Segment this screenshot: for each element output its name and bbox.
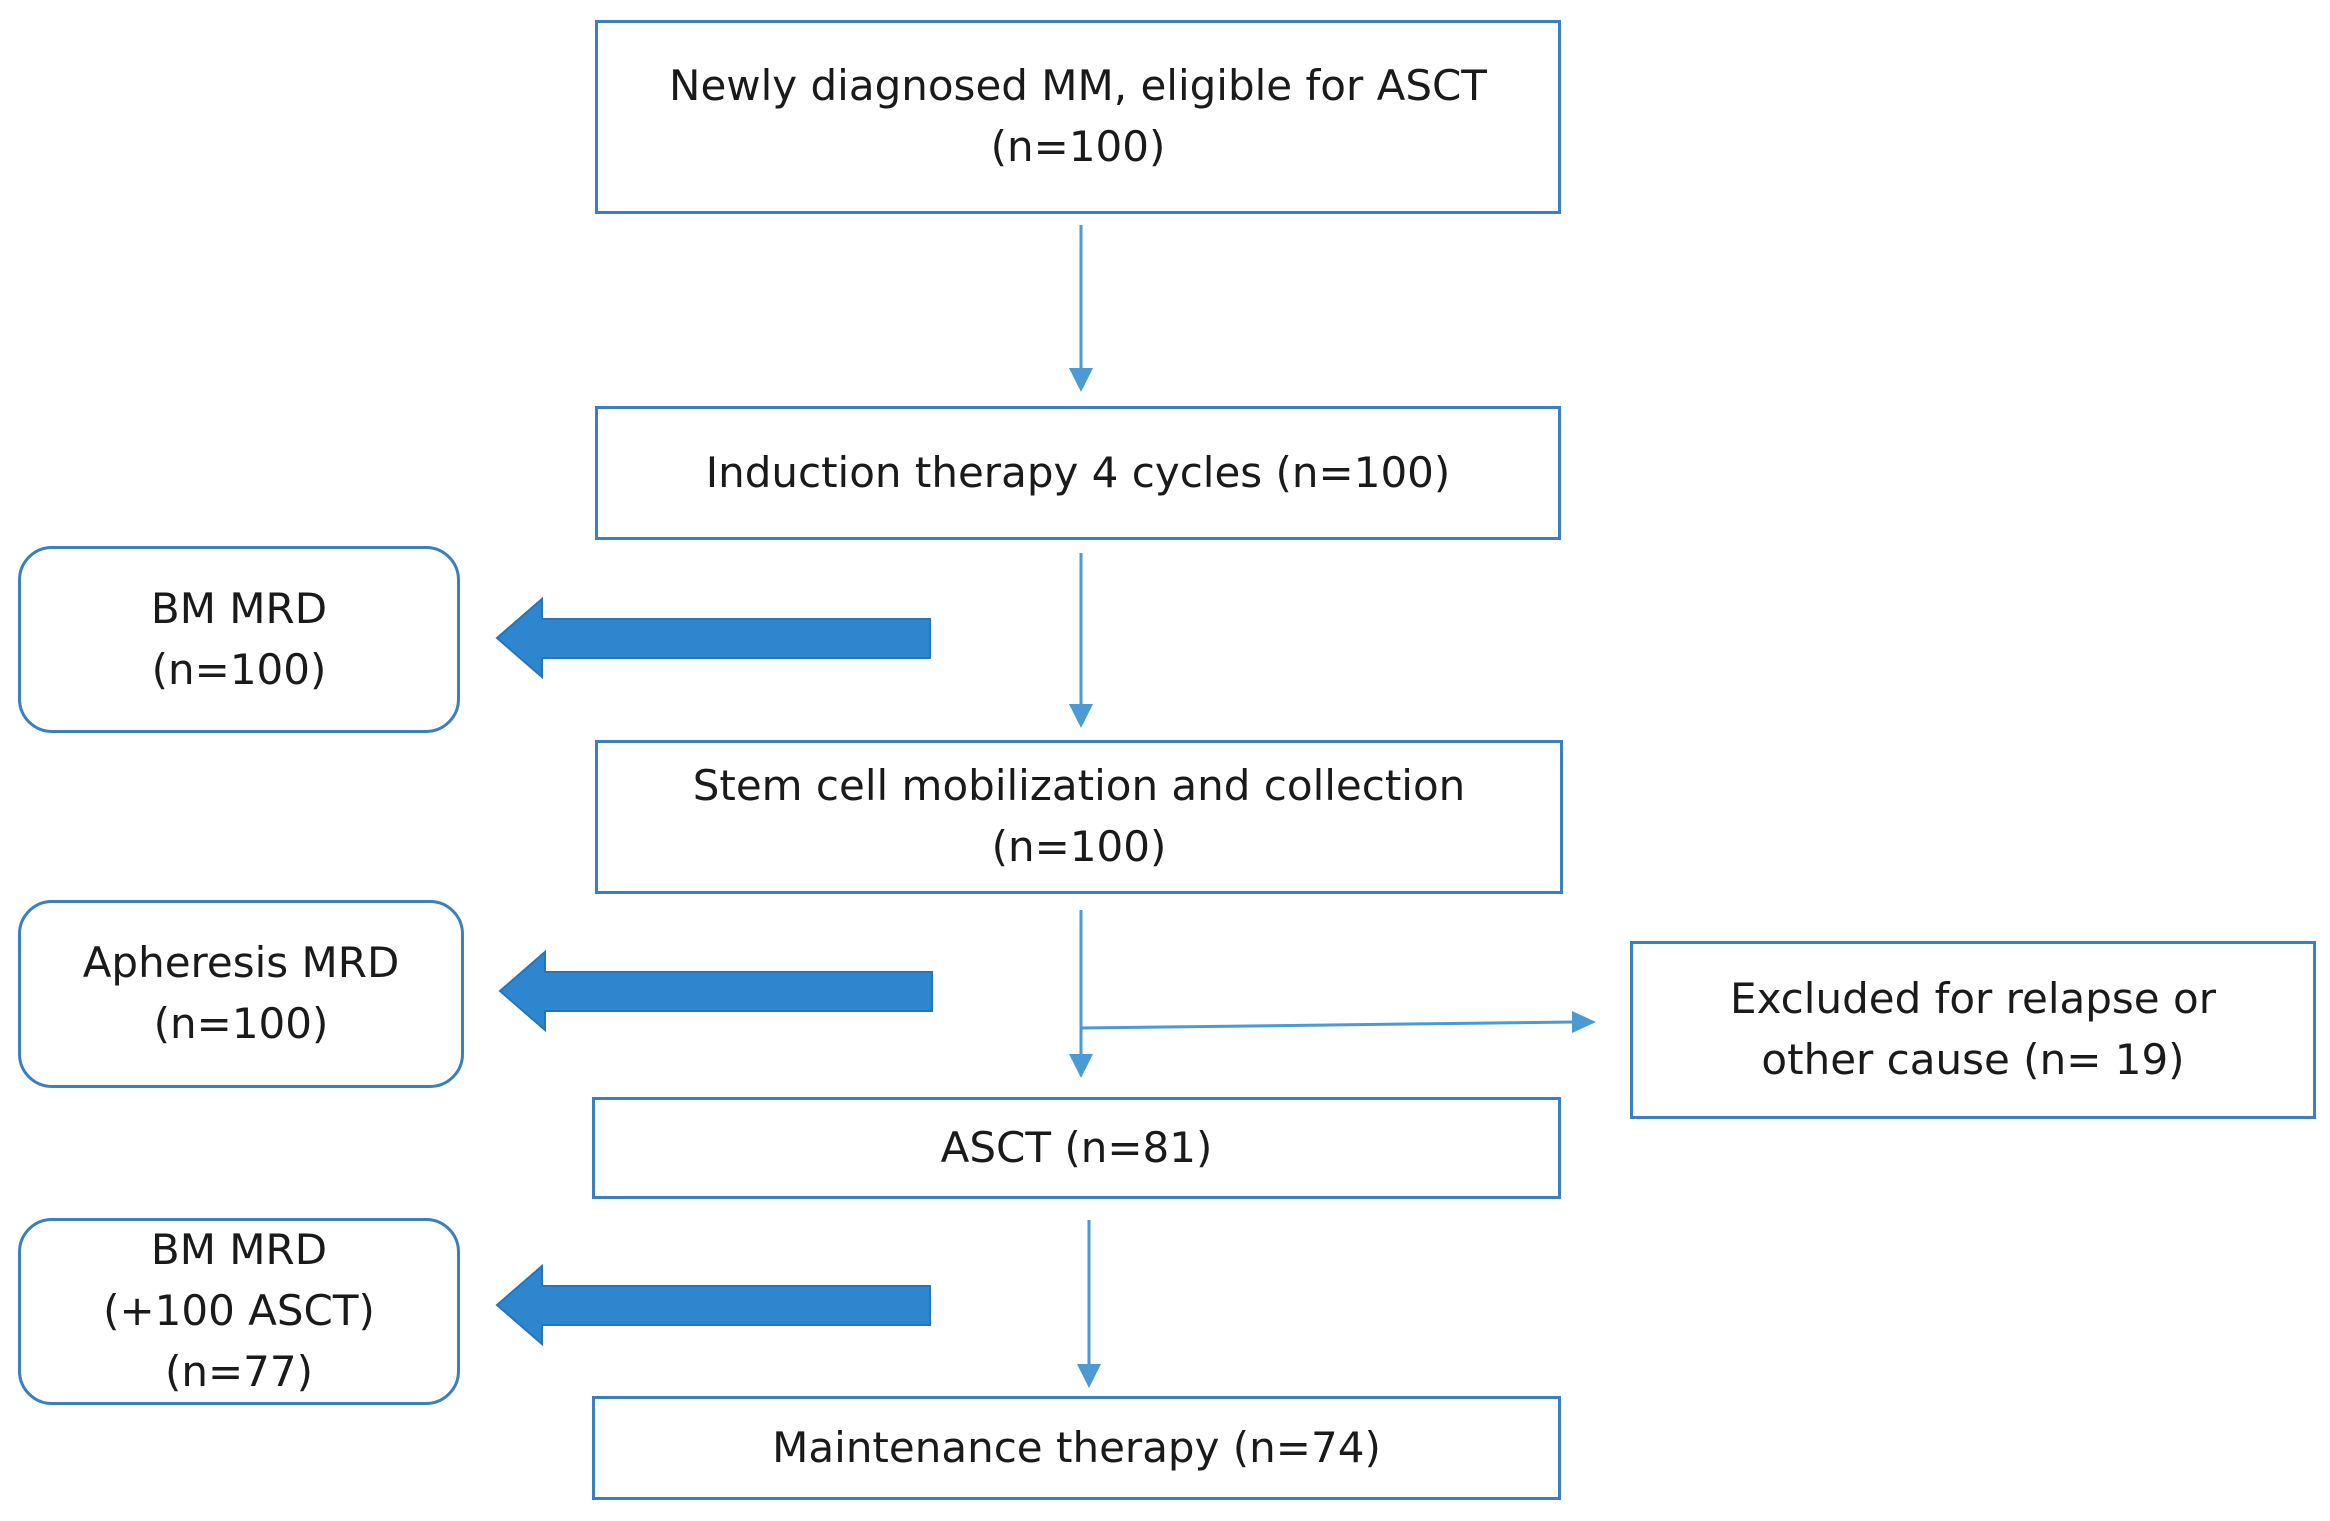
edge-stem-to-excluded <box>1080 1011 1596 1033</box>
node-apheresis-line-2: (n=100) <box>153 999 329 1048</box>
node-excluded-line-1: Excluded for relapse or <box>1730 974 2216 1024</box>
node-bm-mrd-post-induction: BM MRD (n=100) <box>18 546 460 733</box>
node-bm-mrd-post-asct: BM MRD (+100 ASCT) (n=77) <box>18 1218 460 1405</box>
node-induction-therapy: Induction therapy 4 cycles (n=100) <box>595 406 1561 540</box>
node-excluded-line-2: other cause (n= 19) <box>1761 1035 2185 1084</box>
node-newly-diagnosed-line-2: (n=100) <box>990 122 1166 171</box>
node-asct-line-1: ASCT (n=81) <box>940 1122 1213 1172</box>
edge-induction-to-stem <box>1069 553 1093 728</box>
edge-stem-to-asct <box>1069 910 1093 1078</box>
node-maintenance-therapy: Maintenance therapy (n=74) <box>592 1396 1561 1500</box>
node-maintenance-line-1: Maintenance therapy (n=74) <box>772 1422 1381 1472</box>
node-bm-mrd-2-line-3: (n=77) <box>164 1346 314 1396</box>
node-apheresis-line-1: Apheresis MRD <box>82 938 400 988</box>
node-excluded: Excluded for relapse or other cause (n= … <box>1630 941 2316 1119</box>
node-newly-diagnosed-line-1: Newly diagnosed MM, eligible for ASCT <box>669 61 1487 111</box>
node-apheresis-mrd: Apheresis MRD (n=100) <box>18 900 464 1088</box>
node-stem-cell-line-1: Stem cell mobilization and collection <box>692 761 1466 811</box>
thick-arrow-to-apheresis-mrd <box>498 949 933 1033</box>
node-asct: ASCT (n=81) <box>592 1097 1561 1199</box>
node-bm-mrd-1-line-2: (n=100) <box>151 644 327 694</box>
node-stem-cell-mobilization: Stem cell mobilization and collection (n… <box>595 740 1563 894</box>
thick-arrow-to-bm-mrd-1 <box>495 596 931 680</box>
node-newly-diagnosed: Newly diagnosed MM, eligible for ASCT (n… <box>595 20 1561 214</box>
node-bm-mrd-2-line-2: (+100 ASCT) <box>103 1286 375 1336</box>
edge-asct-to-maintenance <box>1077 1220 1101 1388</box>
edge-newly-to-induction <box>1069 225 1093 392</box>
node-induction-therapy-line-1: Induction therapy 4 cycles (n=100) <box>705 447 1451 497</box>
node-stem-cell-line-2: (n=100) <box>991 822 1167 871</box>
node-bm-mrd-1-line-1: BM MRD <box>150 583 328 633</box>
node-bm-mrd-2-line-1: BM MRD <box>150 1225 328 1275</box>
thick-arrow-to-bm-mrd-2 <box>495 1263 931 1347</box>
